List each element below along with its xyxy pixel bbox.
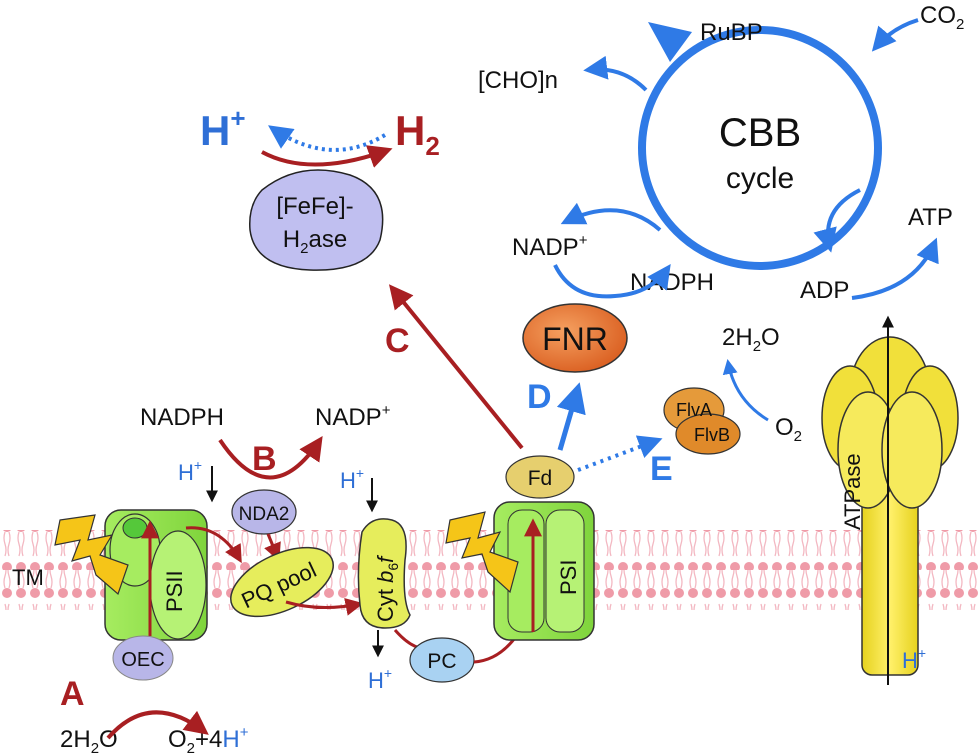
route-c-arrow bbox=[388, 284, 524, 450]
svg-text:H+: H+ bbox=[368, 665, 392, 693]
atp-consumed-arrow bbox=[813, 188, 861, 253]
atp-synthase: ATPase bbox=[821, 336, 959, 676]
atpase-proton-label: H+ bbox=[902, 645, 926, 673]
oec-complex: OEC bbox=[112, 635, 174, 681]
svg-text:[FeFe]-: [FeFe]- bbox=[276, 193, 353, 220]
plastocyanin: PC bbox=[409, 637, 475, 683]
svg-text:PSI: PSI bbox=[556, 560, 581, 595]
cbb-cycle: CBB cycle bbox=[638, 22, 882, 270]
svg-text:H+: H+ bbox=[902, 645, 926, 673]
svg-text:CO2: CO2 bbox=[920, 2, 964, 33]
co2-label: CO2 bbox=[920, 2, 964, 33]
nadph-top-label: NADPH bbox=[630, 269, 714, 296]
svg-text:PSII: PSII bbox=[162, 570, 187, 612]
pq-to-cytb6f-arrow bbox=[285, 597, 364, 616]
co2-input-arrow bbox=[871, 18, 919, 52]
nadp-plus-top-label: NADP+ bbox=[512, 232, 588, 261]
cbb-title: CBB bbox=[719, 111, 801, 155]
cbb-subtitle: cycle bbox=[726, 162, 794, 195]
route-a-label: A bbox=[60, 675, 85, 713]
route-b-label: B bbox=[252, 440, 277, 478]
h-plus-product-label: H+ bbox=[200, 103, 246, 154]
atp-label: ATP bbox=[908, 204, 953, 231]
nadp-plus-left-label: NADP+ bbox=[315, 402, 391, 431]
oxygen-proton-output-label: O2+4H+ bbox=[168, 724, 249, 755]
svg-text:2H2O: 2H2O bbox=[722, 324, 780, 355]
psi-lightning-icon bbox=[445, 511, 519, 594]
svg-text:NADP+: NADP+ bbox=[512, 232, 588, 261]
photosystem-i: PSI bbox=[493, 501, 595, 641]
rubp-label: RuBP bbox=[700, 19, 763, 46]
route-d-label: D bbox=[527, 378, 552, 416]
route-d-arrow bbox=[556, 382, 586, 451]
svg-text:2H2O: 2H2O bbox=[60, 726, 118, 755]
svg-text:NDA2: NDA2 bbox=[239, 504, 290, 525]
svg-text:ATPase: ATPase bbox=[840, 453, 865, 530]
photosystem-ii: PSII bbox=[104, 509, 208, 641]
svg-text:H2: H2 bbox=[395, 107, 440, 161]
svg-text:H2ase: H2ase bbox=[283, 226, 347, 257]
svg-text:FNR: FNR bbox=[542, 321, 608, 357]
nda2-enzyme: NDA2 bbox=[231, 489, 297, 535]
cytb6f-to-pc-arrow bbox=[393, 629, 421, 650]
cytochrome-b6f: Cyt b6f bbox=[357, 518, 411, 629]
water-splitting-arrow bbox=[106, 710, 209, 740]
svg-text:H+: H+ bbox=[200, 103, 246, 154]
svg-text:FlvB: FlvB bbox=[694, 425, 730, 445]
svg-text:NADPH: NADPH bbox=[140, 404, 224, 431]
h2-oxidation-arrow bbox=[268, 125, 387, 152]
psii-to-pq-arrow bbox=[185, 526, 242, 564]
hydrogenase-enzyme: [FeFe]- H2ase bbox=[249, 169, 384, 271]
flv-water-label: 2H2O bbox=[722, 324, 780, 355]
h2-production-arrow bbox=[261, 145, 393, 168]
cho-label: [CHO]n bbox=[478, 67, 558, 94]
svg-text:H+: H+ bbox=[340, 465, 364, 493]
svg-text:FlvA: FlvA bbox=[676, 400, 712, 420]
svg-text:PC: PC bbox=[427, 650, 456, 673]
route-e-label: E bbox=[650, 450, 673, 488]
proton-release-lumen: H+ bbox=[368, 665, 392, 693]
route-e-arrow bbox=[577, 435, 663, 472]
svg-text:Cyt b6f: Cyt b6f bbox=[373, 554, 401, 622]
flv-oxygen-label: O2 bbox=[775, 414, 802, 445]
svg-text:NADP+: NADP+ bbox=[315, 402, 391, 431]
route-b-nadph-oxidation-arrow bbox=[218, 436, 323, 480]
membrane-label-tm: TM bbox=[12, 565, 44, 590]
svg-text:O2: O2 bbox=[775, 414, 802, 445]
proton-uptake-cyt-side: H+ bbox=[340, 465, 364, 493]
svg-text:OEC: OEC bbox=[121, 649, 164, 671]
flv-oxygen-reduction-arrow bbox=[722, 359, 769, 422]
nadph-to-cbb-arrow bbox=[560, 202, 662, 232]
fnr-nadp-reduction-arrow bbox=[553, 264, 671, 299]
adp-label: ADP bbox=[800, 277, 849, 304]
flavodiiron-proteins: FlvA FlvB bbox=[663, 387, 741, 455]
h2-product-label: H2 bbox=[395, 107, 440, 161]
nadph-left-label: NADPH bbox=[140, 404, 224, 431]
water-input-label: 2H2O bbox=[60, 726, 118, 755]
svg-text:H+: H+ bbox=[178, 457, 202, 485]
cbb-cycle-arrowhead bbox=[648, 22, 692, 62]
svg-text:O2+4H+: O2+4H+ bbox=[168, 724, 249, 755]
cho-output-arrow bbox=[583, 55, 648, 92]
route-c-label: C bbox=[385, 322, 410, 360]
fnr-enzyme: FNR bbox=[522, 303, 628, 373]
adp-regeneration-arrow bbox=[851, 237, 939, 300]
proton-uptake-psii-side: H+ bbox=[178, 457, 202, 485]
psii-lightning-icon bbox=[54, 514, 129, 596]
svg-text:Fd: Fd bbox=[528, 467, 553, 490]
ferredoxin: Fd bbox=[505, 455, 575, 499]
